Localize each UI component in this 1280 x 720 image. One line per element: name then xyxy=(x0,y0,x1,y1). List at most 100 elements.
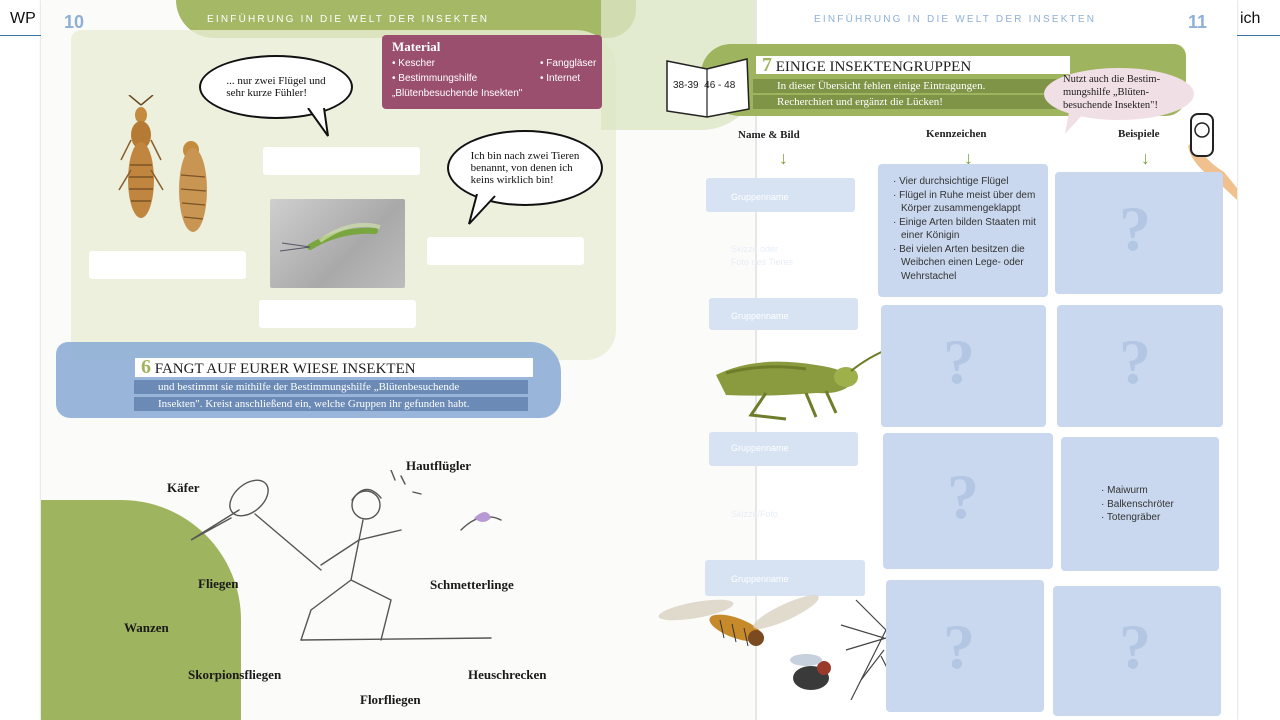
insect-catcher-sketch xyxy=(191,470,502,641)
section7-title: 7 EINIGE INSEKTENGRUPPEN xyxy=(756,54,1070,76)
thrips-illustration xyxy=(118,95,207,232)
arrow-down-icon: ↓ xyxy=(779,148,788,168)
material-item: • Kescher xyxy=(392,58,435,69)
feature-item: · Einige Arten bilden Staaten mit xyxy=(893,216,1036,228)
bubble-line: Ich bin nach zwei Tieren xyxy=(470,150,580,162)
group-label-schmetterlinge[interactable]: Schmetterlinge xyxy=(430,577,514,592)
name-field[interactable] xyxy=(706,178,855,212)
material-box: Material • Kescher • Bestimmungshilfe „B… xyxy=(382,35,602,109)
examples-box-row3 xyxy=(1061,437,1219,571)
placeholder-gruppenname: Gruppenname xyxy=(731,574,789,584)
section-number: 7 xyxy=(762,54,772,76)
placeholder-skizze-foto: Skizze/Foto xyxy=(731,509,779,519)
bubble-tail xyxy=(468,193,496,225)
examples-box-row2[interactable] xyxy=(1057,305,1223,427)
bubble-tail xyxy=(307,108,329,137)
placeholder-line: Foto des Tieres xyxy=(731,257,794,267)
bubble-line: keins wirklich bin! xyxy=(470,174,554,186)
bubble-line: benannt, von denen ich xyxy=(470,162,573,174)
grasshopper-photo xyxy=(716,346,895,421)
magnifier-hand-icon xyxy=(1188,113,1237,200)
examples-box-row1[interactable] xyxy=(1055,172,1223,294)
bubble-line: ... nur zwei Flügel und xyxy=(226,75,326,87)
feature-item: Körper zusammengeklappt xyxy=(901,203,1021,214)
question-mark-icon: ? xyxy=(1119,326,1151,397)
speech-line: Nutzt auch die Bestim- xyxy=(1063,74,1161,85)
examples-box-row4[interactable] xyxy=(1053,586,1221,716)
placeholder-gruppenname: Gruppenname xyxy=(731,192,789,202)
answer-box[interactable] xyxy=(259,300,416,328)
placeholder-line: Skizze oder xyxy=(731,244,779,254)
features-box-row1 xyxy=(878,164,1048,297)
question-mark-icon: ? xyxy=(1119,611,1151,682)
question-mark-icon: ? xyxy=(1119,193,1151,264)
placeholder-gruppenname: Gruppenname xyxy=(731,311,789,321)
group-label-heuschrecken[interactable]: Heuschrecken xyxy=(468,667,547,682)
book-spread-image: 10 Einführung in die Welt der Insekten M… xyxy=(41,0,1237,720)
book-page-refs: 38-39 46 - 48 xyxy=(673,80,736,91)
bubble-tail xyxy=(1065,112,1085,134)
section6-title: 6 FANGT AUF EURER WIESE INSEKTEN xyxy=(135,356,533,378)
feature-item: Wehrstachel xyxy=(901,270,957,282)
speech-line: mungshilfe „Blüten- xyxy=(1063,87,1150,98)
running-header-left: Einführung in die Welt der Insekten xyxy=(207,14,490,25)
speech-bubble-two-wings: ... nur zwei Flügel und sehr kurze Fühle… xyxy=(199,55,353,119)
section-title-text: FANGT AUF EURER WIESE INSEKTEN xyxy=(154,361,416,377)
features-box-row3[interactable] xyxy=(883,433,1053,569)
feature-item: · Bei vielen Arten besitzen die xyxy=(893,243,1025,255)
section6-line1: und bestimmt sie mithilfe der Bestimmung… xyxy=(134,380,528,394)
features-box-row4[interactable] xyxy=(886,580,1044,712)
column-header-features: Kennzeichen xyxy=(926,128,987,140)
slide-title-right: ich xyxy=(1240,10,1261,27)
speech-bubble-two-animals: Ich bin nach zwei Tieren benannt, von de… xyxy=(447,130,603,206)
speech-bubble-hint xyxy=(1044,68,1194,120)
slide-title-left: WP xyxy=(10,10,36,27)
question-mark-icon: ? xyxy=(947,461,979,532)
examples-list-row3: · Maiwurm · Balkenschröter · Totengräber xyxy=(1101,484,1174,525)
answer-box[interactable] xyxy=(263,147,420,175)
column-header-examples: Beispiele xyxy=(1118,128,1160,140)
feature-item: Weibchen einen Lege- oder xyxy=(901,257,1024,268)
answer-box[interactable] xyxy=(427,237,584,265)
question-mark-icon: ? xyxy=(943,611,975,682)
name-field[interactable] xyxy=(709,298,858,330)
placeholder-gruppenname: Gruppenname xyxy=(731,443,789,453)
group-label-hautfluegler[interactable]: Hautflügler xyxy=(406,458,471,473)
name-field[interactable] xyxy=(705,560,865,596)
feature-item: einer Königin xyxy=(901,230,960,241)
arrow-down-icon: ↓ xyxy=(964,148,973,168)
open-book-icon xyxy=(666,58,750,118)
spine xyxy=(755,0,757,720)
features-box-row2[interactable] xyxy=(881,305,1046,427)
feature-item: · Flügel in Ruhe meist über dem xyxy=(893,189,1036,201)
group-label-wanzen[interactable]: Wanzen xyxy=(124,620,169,635)
group-label-skorpionsfliegen[interactable]: Skorpionsfliegen xyxy=(188,667,282,682)
answer-box[interactable] xyxy=(89,251,246,279)
section-number: 6 xyxy=(141,356,151,378)
slide-rule-right xyxy=(1237,35,1280,36)
page-number-right: 11 xyxy=(1188,12,1208,32)
section6-line2: Insekten". Kreist anschließend ein, welc… xyxy=(134,397,528,411)
page-number-left: 10 xyxy=(64,12,85,32)
bubble-line: sehr kurze Fühler! xyxy=(226,87,307,99)
flies-photo xyxy=(658,595,906,701)
example-item: · Maiwurm xyxy=(1101,485,1148,496)
lacewing-photo xyxy=(270,199,405,288)
column-header-name: Name & Bild xyxy=(738,129,800,141)
group-label-fliegen[interactable]: Fliegen xyxy=(198,576,239,591)
feature-item: · Vier durchsichtige Flügel xyxy=(893,176,1009,187)
material-item: „Blütenbesuchende Insekten" xyxy=(392,88,523,99)
section-title-text: EINIGE INSEKTENGRUPPEN xyxy=(775,59,972,75)
speech-hint-text: Nutzt auch die Bestim- mungshilfe „Blüte… xyxy=(1063,73,1160,112)
question-mark-icon: ? xyxy=(943,326,975,397)
speech-line: besuchende Insekten"! xyxy=(1063,100,1158,111)
group-label-florfliegen[interactable]: Florfliegen xyxy=(360,692,421,707)
running-header-right: Einführung in die Welt der Insekten xyxy=(814,14,1097,25)
bottom-green-wash xyxy=(41,500,241,720)
name-field[interactable] xyxy=(709,432,858,466)
section7-line2: Recherchiert und ergänzt die Lücken! xyxy=(753,95,1077,109)
material-item: • Internet xyxy=(540,73,581,84)
section7-line1: In dieser Übersicht fehlen einige Eintra… xyxy=(753,79,1077,93)
group-label-kaefer[interactable]: Käfer xyxy=(167,480,200,495)
material-title: Material xyxy=(392,39,441,54)
